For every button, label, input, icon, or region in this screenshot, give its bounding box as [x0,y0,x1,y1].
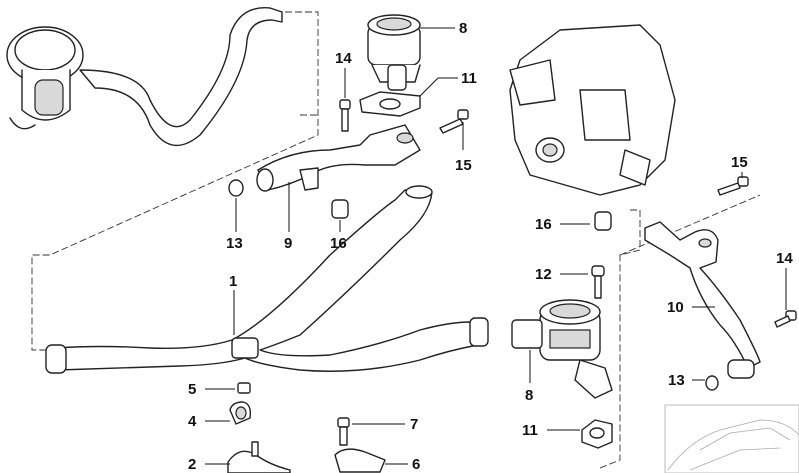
callout-16-left: 16 [330,235,347,252]
gasket-top-part [359,91,421,117]
spacer-16-right [594,211,612,231]
callout-9: 9 [284,235,292,252]
clip-6-part [334,448,386,473]
callout-1: 1 [229,273,237,290]
bolt-14-right [774,310,797,328]
callout-15-right: 15 [731,154,748,171]
air-valve-bottom-part [511,299,613,399]
bolt-12-part [591,265,605,299]
gasket-bottom-part [581,419,613,449]
bolt-14-top [339,99,351,132]
callout-10: 10 [667,299,684,316]
callout-8-top: 8 [459,20,467,37]
bolt-7-part [337,417,350,446]
callout-11-bottom: 11 [522,422,538,439]
callout-11-top: 11 [461,70,477,87]
bolt-15-right [717,176,749,196]
callout-5: 5 [188,381,196,398]
callout-4: 4 [188,413,197,430]
callout-14-right: 14 [776,250,793,267]
bracket-2-part [227,441,291,473]
air-pump-hose-part [79,7,283,147]
callout-7: 7 [410,416,418,433]
callout-14-top: 14 [335,50,352,67]
o-ring-13-right [705,375,719,391]
callout-2: 2 [188,456,196,473]
y-pipe-1-part [45,185,489,374]
callout-16-right: 16 [535,216,552,233]
bolt-15-left [439,109,469,134]
vehicle-thumbnail [664,404,799,473]
air-pump-part [6,26,84,130]
pipe-9-part [256,124,421,192]
callout-13-right: 13 [668,372,685,389]
nut-5-part [237,382,251,394]
assembly-guides [31,11,761,469]
pipe-10-part [644,221,761,379]
o-ring-13-left [228,179,244,197]
callout-12: 12 [535,266,552,283]
spacer-16-left [331,199,349,219]
engine-block-part [509,24,676,196]
clamp-4-part [229,401,252,425]
callout-6: 6 [412,456,420,473]
air-valve-top-part [367,14,421,91]
callout-15-left: 15 [455,157,472,174]
callout-8-bottom: 8 [525,387,533,404]
callout-13-left: 13 [226,235,243,252]
leader-lines [205,27,787,465]
